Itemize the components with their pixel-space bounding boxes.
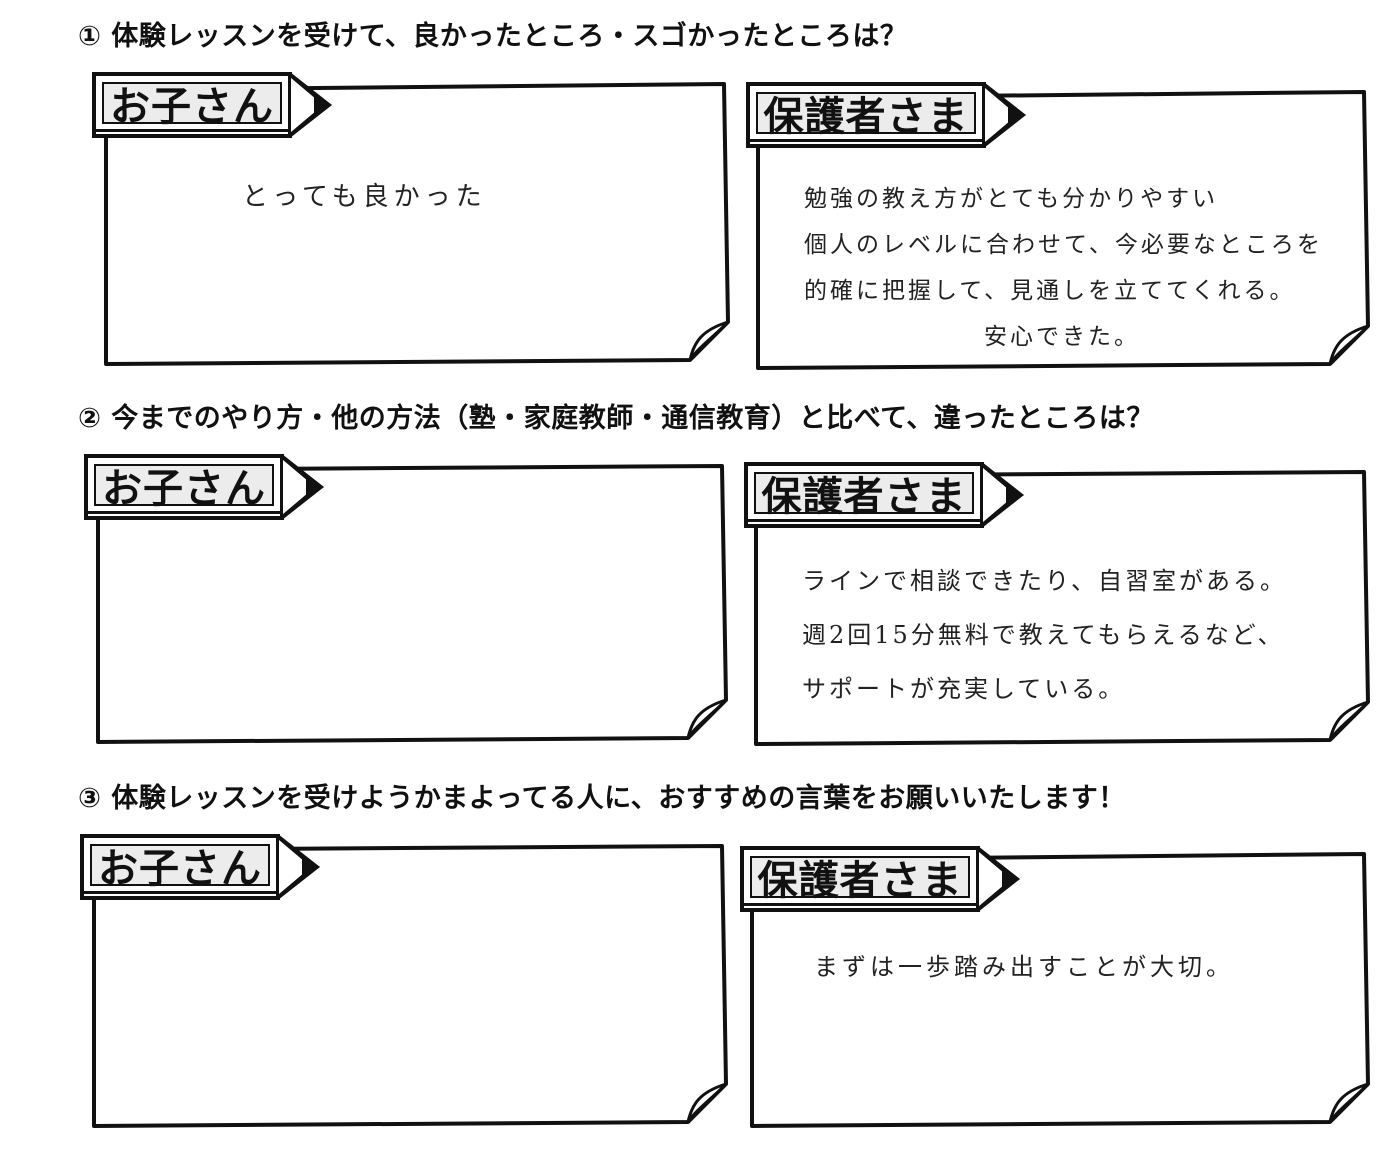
parent-label-tag: 保護者さま [744,462,984,528]
q3-child-card: お子さん [80,834,740,1134]
child-label: お子さん [102,82,282,130]
q1-child-answer: とっても良かった [242,170,487,224]
q3-parent-answer: まずは一歩踏み出すことが大切。 [814,940,1234,994]
parent-label: 保護者さま [754,472,974,520]
child-label: お子さん [90,844,270,892]
answer-line: サポートが充実している。 [802,675,1126,703]
tag-stripe [748,519,980,522]
q2-parent-answer: ラインで相談できたり、自習室がある。 週2回15分無料で教えてもらえるなど、 サ… [802,554,1287,716]
answer-line: 安心できた。 [984,324,1140,350]
question-3-heading: ③ 体験レッスンを受けようかまよってる人に、おすすめの言葉をお願いいたします！ [78,783,1126,814]
answer-line: とっても良かった [242,182,487,212]
tag-stripe [84,891,276,894]
note-frame [96,464,728,744]
child-label-tag: お子さん [84,454,284,520]
parent-label: 保護者さま [756,92,976,140]
question-2-heading: ② 今までのやり方・他の方法（塾・家庭教師・通信教育）と比べて、違ったところは？ [78,403,1154,434]
child-label-tag: お子さん [80,834,280,900]
q1-child-card: お子さん とっても良かった [92,72,742,372]
note-frame [750,852,1370,1128]
tag-stripe [96,129,288,132]
note-frame [104,82,730,366]
answer-line: ラインで相談できたり、自習室がある。 [802,567,1288,595]
child-label-tag: お子さん [92,72,292,138]
pencil-lead-icon [306,477,324,497]
answer-line: 個人のレベルに合わせて、今必要なところを [804,232,1323,258]
q3-parent-card: 保護者さま まずは一歩踏み出すことが大切。 [740,846,1386,1136]
note-frame [756,90,1370,370]
answer-line: まずは一歩踏み出すことが大切。 [814,953,1234,981]
tag-stripe [744,903,976,906]
pencil-lead-icon [1006,485,1024,505]
child-label: お子さん [94,464,274,512]
pencil-lead-icon [1002,869,1020,889]
question-1-heading: ① 体験レッスンを受けて、良かったところ・スゴかったところは？ [78,21,908,52]
q2-parent-card: 保護者さま ラインで相談できたり、自習室がある。 週2回15分無料で教えてもらえ… [744,462,1386,754]
answer-line: 勉強の教え方がとても分かりやすい [804,186,1219,212]
parent-label: 保護者さま [750,856,970,904]
q2-child-card: お子さん [84,454,740,750]
pencil-lead-icon [1008,105,1026,125]
pencil-lead-icon [302,857,320,877]
q1-parent-answer: 勉強の教え方がとても分かりやすい 個人のレベルに合わせて、今必要なところを 的確… [804,176,1323,360]
parent-label-tag: 保護者さま [740,846,980,912]
tag-stripe [88,511,280,514]
answer-line: 週2回15分無料で教えてもらえるなど、 [802,621,1285,649]
note-frame [92,844,728,1128]
q1-parent-card: 保護者さま 勉強の教え方がとても分かりやすい 個人のレベルに合わせて、今必要なと… [746,82,1386,377]
pencil-lead-icon [314,95,332,115]
parent-label-tag: 保護者さま [746,82,986,148]
note-frame [754,470,1370,746]
answer-line: 的確に把握して、見通しを立ててくれる。 [804,278,1296,304]
tag-stripe [750,139,982,142]
